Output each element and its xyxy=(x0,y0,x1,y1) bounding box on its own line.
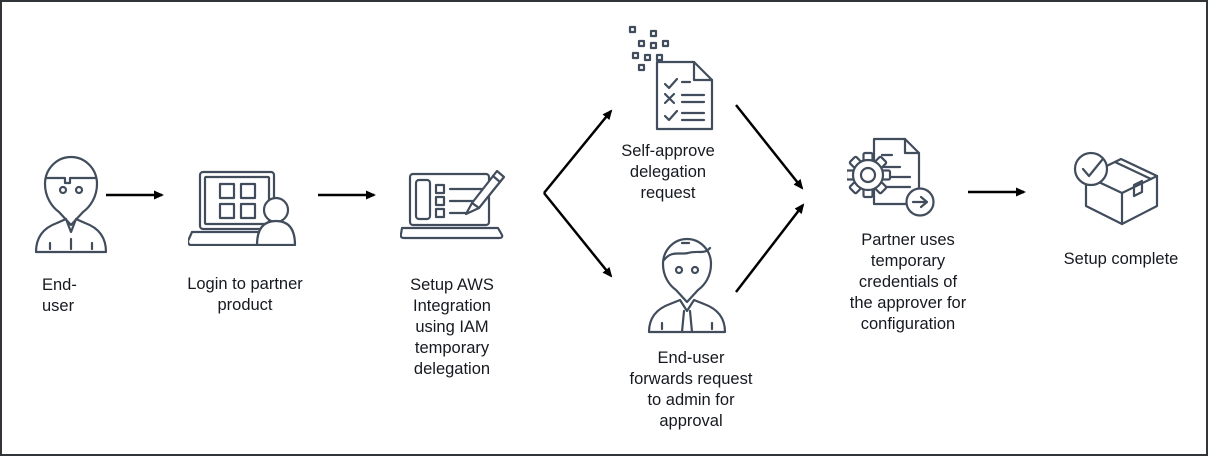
package-check-icon xyxy=(1064,148,1166,232)
step-label-login-partner: Login to partner product xyxy=(187,275,303,314)
approval-document-icon xyxy=(620,24,716,132)
step-label-setup-aws: Setup AWS Integration using IAM temporar… xyxy=(410,276,494,378)
person-icon xyxy=(32,152,112,256)
step-label-self-approve: Self-approve delegation request xyxy=(621,142,715,202)
laptop-checklist-pencil-icon xyxy=(400,163,510,241)
step-label-end-user: End- user xyxy=(42,276,77,315)
step-label-partner-credentials: Partner uses temporary credentials of th… xyxy=(849,231,967,333)
arrow-setup-to-selfapprove xyxy=(543,109,613,194)
arrow-selfapprove-to-partner xyxy=(735,104,804,190)
arrow-forwardadmin-to-partner xyxy=(735,203,805,293)
step-label-setup-complete: Setup complete xyxy=(1063,250,1179,268)
laptop-apps-user-icon xyxy=(188,170,300,246)
gear-document-arrow-icon xyxy=(847,135,947,219)
arrow-setup-to-forwardadmin xyxy=(543,192,613,278)
admin-person-icon xyxy=(644,232,732,334)
step-label-forward-admin: End-user forwards request to admin for a… xyxy=(629,349,753,430)
